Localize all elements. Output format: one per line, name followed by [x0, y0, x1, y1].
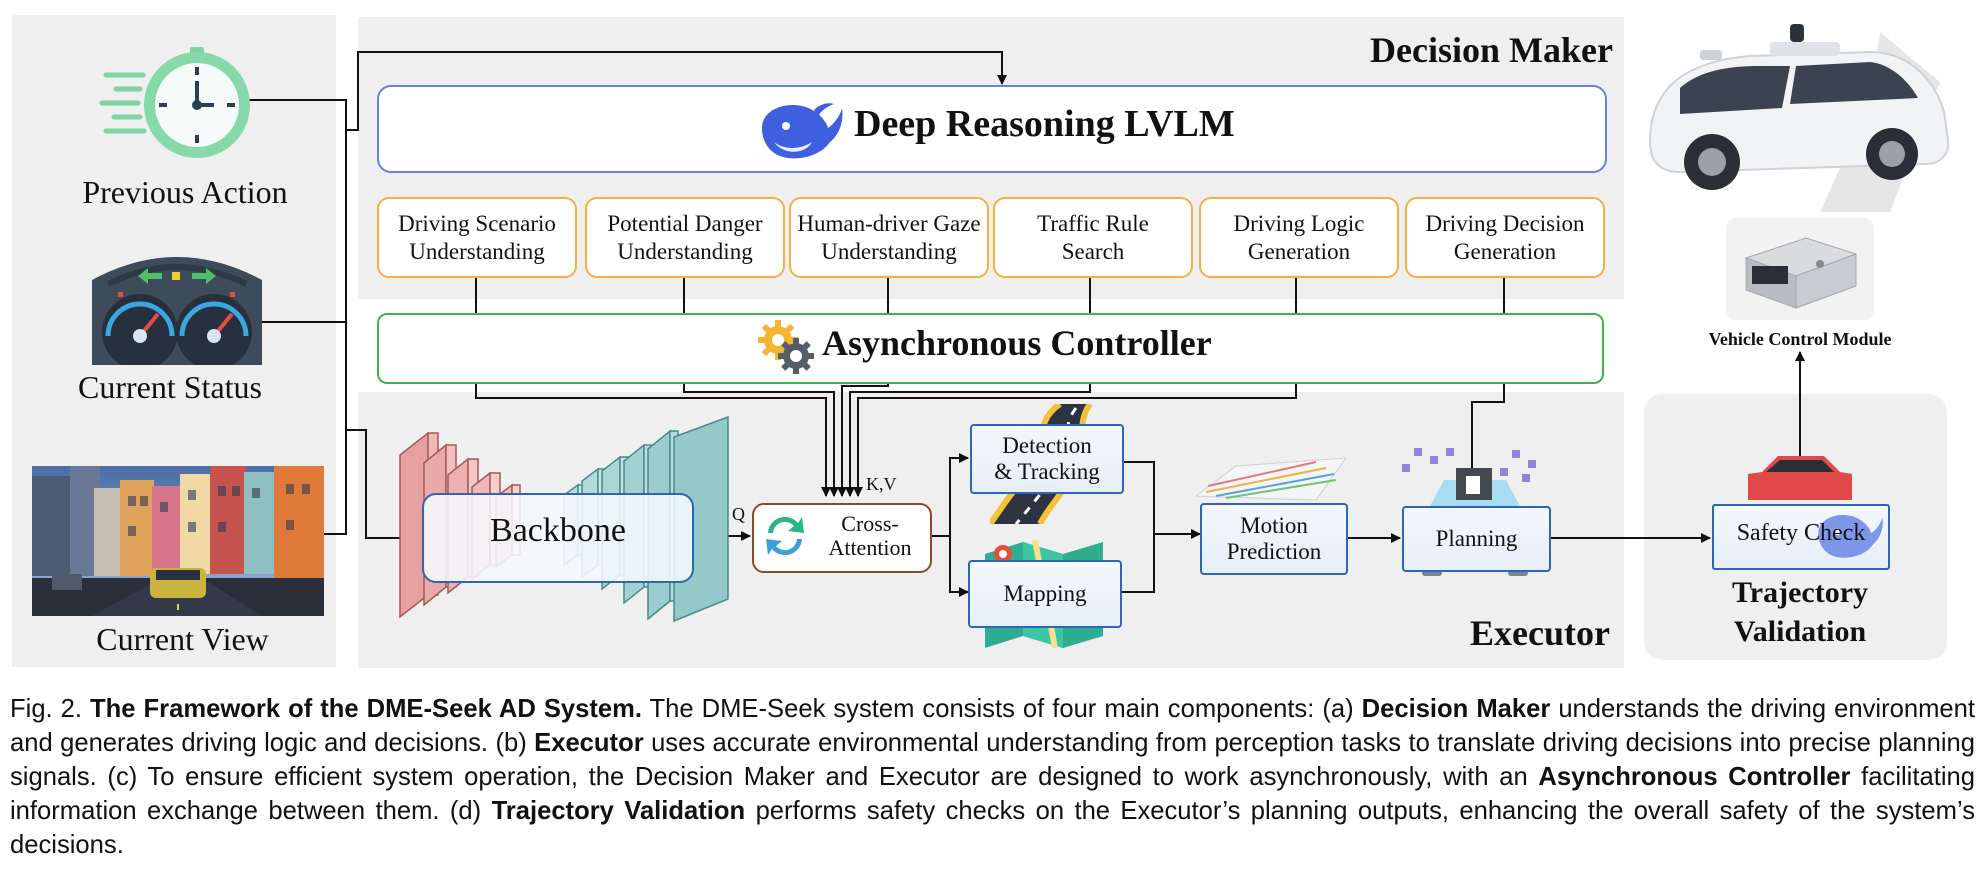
module-traffic-rule: Traffic Rule Search [993, 197, 1193, 278]
previous-action-label: Previous Action [82, 174, 288, 210]
caption-bold-executor: Executor [534, 729, 644, 757]
caption-text-1: The DME-Seek system consists of four mai… [649, 695, 1354, 723]
module-potential-danger: Potential Danger Understanding [585, 197, 785, 278]
module-human-gaze: Human-driver Gaze Understanding [789, 197, 989, 278]
motion-map-icon [1194, 456, 1348, 516]
vehicle-image [1640, 22, 1956, 212]
module-driving-decision: Driving Decision Generation [1405, 197, 1605, 278]
caption-text-4: facilitating information exchange betwee… [10, 763, 1975, 825]
async-controller-title: Asynchronous Controller [822, 323, 1212, 363]
whale-logo-icon [754, 98, 844, 162]
caption-bold-async-controller: Asynchronous Controller [1538, 763, 1851, 791]
safety-check-label: Safety Check [1736, 520, 1866, 546]
caption-title: The Framework of the DME-Seek AD System. [90, 695, 642, 723]
gears-icon [756, 318, 816, 376]
module-driving-logic: Driving Logic Generation [1199, 197, 1399, 278]
cross-attention-icon [762, 513, 808, 559]
caption-fig: Fig. 2. [10, 695, 83, 723]
mapping-box: Mapping [968, 560, 1122, 628]
async-controller-box [377, 313, 1604, 384]
safety-whale-icon [1812, 508, 1884, 562]
clock-icon [98, 45, 258, 160]
safety-car-icon [1744, 452, 1856, 500]
detection-tracking-box: Detection & Tracking [970, 424, 1124, 494]
current-view-label: Current View [96, 621, 269, 657]
cross-attention-box [752, 503, 932, 573]
module-driving-scenario: Driving Scenario Understanding [377, 197, 577, 278]
cross-attention-label: Cross- Attention [828, 511, 912, 560]
lvlm-title: Deep Reasoning LVLM [854, 103, 1235, 145]
q-label: Q [732, 504, 745, 524]
trajectory-validation-title-2: Validation [1733, 615, 1867, 648]
planning-box: Planning [1402, 506, 1551, 572]
street-view-image [32, 466, 324, 616]
backbone-label: Backbone [490, 512, 626, 549]
caption-bold-trajectory-validation: Trajectory Validation [491, 797, 746, 825]
deep-reasoning-lvlm-box [377, 85, 1607, 173]
decision-maker-title: Decision Maker [1370, 30, 1613, 70]
trajectory-validation-title-1: Trajectory [1731, 576, 1869, 609]
kv-label: K,V [866, 474, 897, 494]
caption-bold-decision-maker: Decision Maker [1361, 695, 1551, 723]
current-status-label: Current Status [78, 369, 262, 405]
caption-text-5: performs safety checks on the Executor’s… [10, 797, 1975, 859]
figure-caption: Fig. 2. The Framework of the DME-Seek AD… [10, 692, 1975, 862]
dashboard-icon [88, 240, 266, 370]
backbone-box [422, 493, 694, 583]
executor-title: Executor [1470, 613, 1610, 653]
motion-prediction-box: Motion Prediction [1200, 503, 1348, 575]
caption-text-2: understands the driving environment and … [10, 695, 1975, 757]
control-module-image [1726, 218, 1874, 320]
caption-text-3: uses accurate environmental understandin… [10, 729, 1975, 791]
vehicle-control-module-label: Vehicle Control Module [1708, 329, 1892, 349]
